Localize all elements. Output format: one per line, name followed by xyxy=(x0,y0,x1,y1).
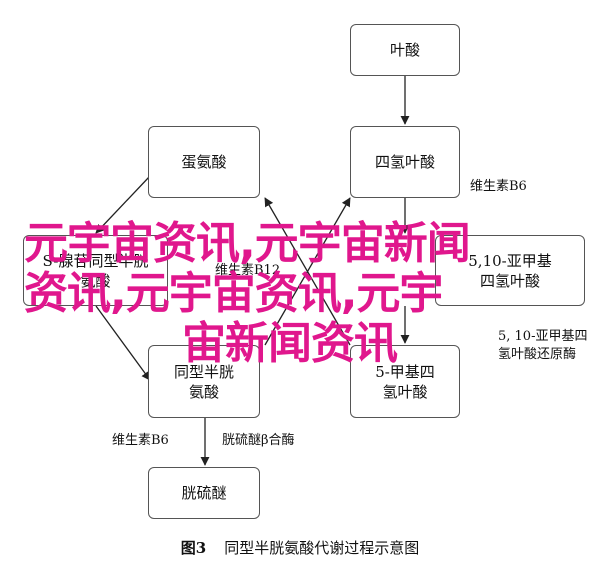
label-vitamin-b6-bottom: 维生素B6 xyxy=(112,433,169,448)
node-homocysteine: 同型半胱氨酸 xyxy=(148,345,260,418)
node-cystathionine: 胱硫醚 xyxy=(148,467,260,519)
figure-title: 同型半胱氨酸代谢过程示意图 xyxy=(224,539,420,557)
node-thf: 四氢叶酸 xyxy=(350,126,460,198)
figure-number: 图3 xyxy=(180,539,207,557)
arrow-hcy-to-methionine xyxy=(264,197,351,346)
arrow-sah-to-hcy xyxy=(95,305,151,381)
node-methylene-thf: 5,10-亚甲基四氢叶酸 xyxy=(435,235,585,306)
watermark-line-1: 元宇宙资讯,元宇宙新闻 xyxy=(24,218,471,269)
label-vitamin-b12: 维生素B12 xyxy=(215,263,281,278)
label-mthfr-enzyme: 5, 10-亚甲基四氢叶酸还原酶 xyxy=(498,329,588,362)
node-s-adenosyl-homocysteine: S-腺苷同型半胱氨酸 xyxy=(23,235,168,306)
node-folic-acid: 叶酸 xyxy=(350,24,460,76)
watermark-line-3: 宙新闻资讯 xyxy=(182,318,398,369)
arrow-methionine-to-sah xyxy=(95,175,151,234)
node-methionine: 蛋氨酸 xyxy=(148,126,260,198)
watermark-line-2: 资讯,元宇宙资讯,元宇 xyxy=(24,268,443,319)
node-methyl-thf: 5-甲基四氢叶酸 xyxy=(350,345,460,418)
label-vitamin-b6-right: 维生素B6 xyxy=(470,179,527,194)
figure-caption: 图3 同型半胱氨酸代谢过程示意图 xyxy=(0,537,600,558)
label-cbs-enzyme: 胱硫醚β合酶 xyxy=(222,433,295,448)
